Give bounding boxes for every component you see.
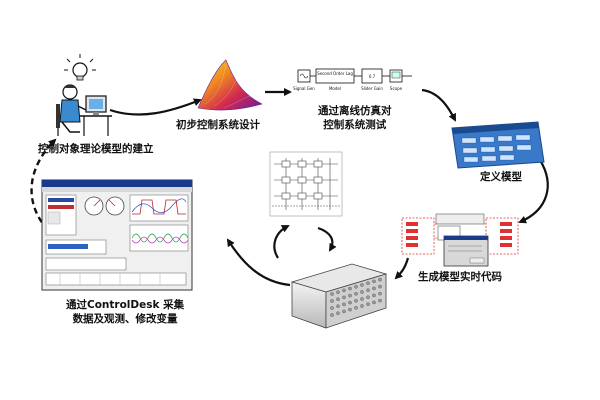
hardware-port <box>348 307 352 312</box>
hardware-port <box>336 304 340 309</box>
arrow-hardware-to-schematic <box>273 225 290 259</box>
step-design-label: 初步控制系统设计 <box>176 119 260 131</box>
step-desk-line1: 通过ControlDesk 采集 <box>66 299 185 311</box>
step-offline-line2: 控制系统测试 <box>323 119 387 131</box>
hardware-port <box>372 286 376 291</box>
hardware-port <box>360 290 364 294</box>
hardware-port <box>366 302 370 307</box>
hardware-port <box>360 297 364 301</box>
slider-gain-label: Slider Gain <box>361 86 383 91</box>
define-model-panel <box>451 121 545 169</box>
hardware-port <box>330 299 334 303</box>
hardware-port <box>354 291 358 296</box>
second-order-lag-text: Second Order Lag <box>317 71 353 76</box>
hardware-port <box>378 298 382 303</box>
hardware-port <box>330 292 334 296</box>
hardware-port <box>372 300 376 305</box>
hardware-port <box>354 298 358 303</box>
hardware-port <box>348 293 352 298</box>
hardware-port <box>378 291 382 296</box>
hardware-port <box>372 279 376 284</box>
realtime-hardware-box <box>290 263 388 329</box>
code-generation-screenshot <box>401 213 519 267</box>
hardware-port <box>360 283 364 287</box>
hardware-port <box>348 286 352 291</box>
hardware-port <box>342 288 346 293</box>
engineer-computer-illustration <box>56 54 112 136</box>
hardware-port <box>336 311 340 316</box>
step-codegen-label: 生成模型实时代码 <box>418 271 502 283</box>
step-define-label: 定义模型 <box>480 171 522 183</box>
hardware-port <box>354 305 358 310</box>
hardware-port <box>378 277 382 282</box>
step-offline-label: 通过离线仿真对 控制系统测试 <box>318 104 392 132</box>
arrow-codegen-to-hardware <box>394 257 410 280</box>
slider-gain-block <box>361 68 383 84</box>
gain-value: 0.7 <box>369 74 376 79</box>
hardware-port <box>366 288 370 293</box>
hardware-port <box>366 281 370 286</box>
arrow-offline-to-define <box>421 88 456 122</box>
hardware-port <box>366 295 370 300</box>
step-desk-line2: 数据及观测、修改变量 <box>72 313 178 325</box>
hardware-port <box>342 309 346 314</box>
controldesk-screenshot <box>41 179 193 291</box>
arrow-hardware-to-desk <box>226 238 291 287</box>
circuit-schematic <box>269 151 343 217</box>
signal-gen-label: Signal Gen <box>293 86 315 91</box>
hardware-port <box>330 306 334 310</box>
hardware-port <box>354 284 358 289</box>
step-offline-line1: 通过离线仿真对 <box>318 105 392 117</box>
surface-plot-illustration <box>197 59 263 111</box>
hardware-port <box>360 304 364 308</box>
step-desk-label: 通过ControlDesk 采集 数据及观测、修改变量 <box>66 298 184 326</box>
hardware-port <box>336 290 340 295</box>
second-order-lag-block <box>315 68 355 84</box>
arrow-theory-to-design <box>109 98 202 116</box>
hardware-port <box>372 293 376 298</box>
lightbulb-icon <box>64 54 96 81</box>
hardware-port <box>378 284 382 289</box>
scope-label: Scope <box>390 86 403 91</box>
step-theory-label: 控制对象理论模型的建立 <box>38 143 154 155</box>
hardware-port <box>330 313 334 317</box>
arrow-schematic-to-hardware <box>317 226 337 252</box>
model-label: Model <box>329 86 341 91</box>
hardware-port <box>342 295 346 300</box>
hardware-port <box>348 300 352 305</box>
arrow-define-to-codegen <box>518 159 549 224</box>
hardware-port <box>342 302 346 307</box>
hardware-port <box>336 297 340 302</box>
simulink-block-diagram: Signal Gen Second Order Lag Model 0.7 Sl… <box>293 68 412 91</box>
